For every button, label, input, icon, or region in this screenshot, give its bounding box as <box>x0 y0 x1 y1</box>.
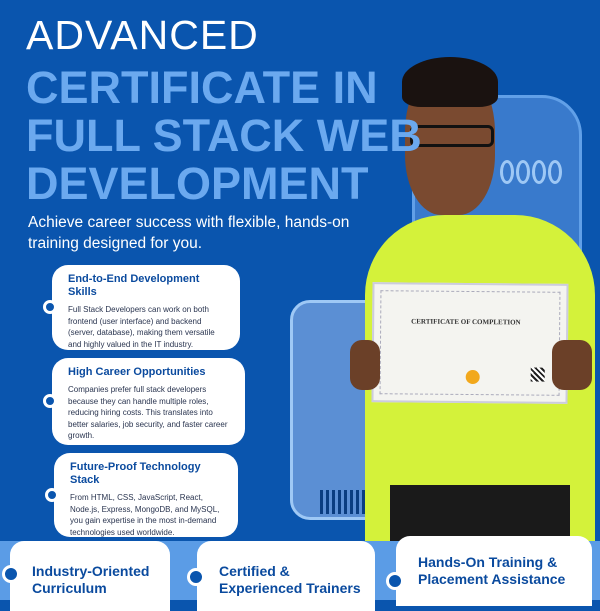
feature-title: End-to-End Development Skills <box>68 273 200 298</box>
feature-text: From HTML, CSS, JavaScript, React, Node.… <box>70 493 220 537</box>
feature-text: Full Stack Developers can work on both f… <box>68 305 215 349</box>
feature-card-tech-stack: Future-Proof Technology Stack From HTML,… <box>54 453 238 537</box>
left-hand <box>350 340 380 390</box>
badge-curriculum: Industry-Oriented Curriculum <box>10 541 170 611</box>
person-hair <box>402 57 498 107</box>
bullet-dot-icon <box>187 568 205 586</box>
bullet-dot-icon <box>43 394 57 408</box>
feature-title: High Career Opportunities <box>68 366 206 378</box>
badge-trainers: Certified & Experienced Trainers <box>197 541 375 611</box>
headline-advanced: ADVANCED <box>26 12 259 58</box>
headline-line-2: CERTIFICATE IN <box>26 62 378 113</box>
feature-text: Companies prefer full stack developers b… <box>68 385 228 440</box>
bullet-dot-icon <box>45 488 59 502</box>
bullet-dot-icon <box>2 565 20 583</box>
qr-code-icon <box>530 367 545 382</box>
bullet-dot-icon <box>386 572 404 590</box>
badge-placement: Hands-On Training & Placement Assistance <box>396 536 592 606</box>
badge-label: Certified & Experienced Trainers <box>219 563 361 596</box>
badge-label: Hands-On Training & Placement Assistance <box>418 554 566 587</box>
feature-card-end-to-end: End-to-End Development Skills Full Stack… <box>52 265 240 350</box>
certificate-seal <box>465 369 480 385</box>
subtitle: Achieve career success with flexible, ha… <box>28 214 350 252</box>
bullet-dot-icon <box>43 300 57 314</box>
person-pants <box>390 485 570 545</box>
headline-line-3: FULL STACK WEB <box>26 110 422 161</box>
feature-title: Future-Proof Technology Stack <box>70 461 201 486</box>
feature-card-career: High Career Opportunities Companies pref… <box>52 358 245 445</box>
headline-line-4: DEVELOPMENT <box>26 158 369 209</box>
certificate-heading: CERTIFICATE OF COMPLETION <box>411 317 521 327</box>
badge-label: Industry-Oriented Curriculum <box>32 563 150 596</box>
glasses-icon <box>410 125 494 147</box>
decorative-rings-icon <box>500 160 570 184</box>
right-hand <box>552 340 592 390</box>
certificate-image: CERTIFICATE OF COMPLETION <box>371 282 569 404</box>
